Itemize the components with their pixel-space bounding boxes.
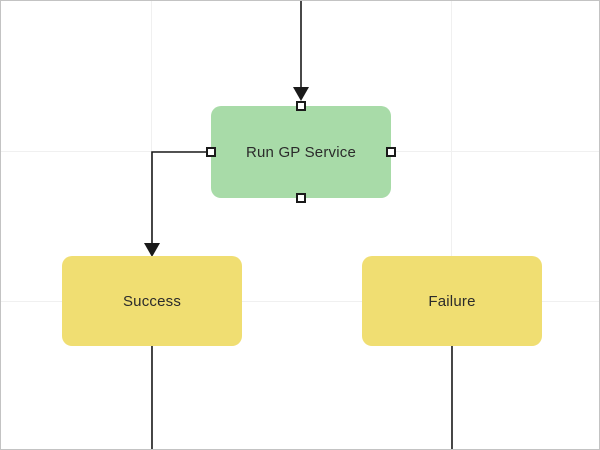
arrowhead-icon (144, 243, 160, 257)
arrowhead-icon (293, 87, 309, 101)
node-label: Run GP Service (245, 143, 357, 161)
node-label: Failure (428, 292, 476, 310)
node-success[interactable]: Success (62, 256, 242, 346)
node-failure[interactable]: Failure (362, 256, 542, 346)
connection-handle-left[interactable] (206, 147, 216, 157)
connection-handle-bottom[interactable] (296, 193, 306, 203)
connection-handle-top[interactable] (296, 101, 306, 111)
edge-into-run-gp-service[interactable] (293, 1, 309, 101)
edge-run-gp-service-to-success[interactable] (144, 151, 211, 257)
node-label: Success (122, 292, 182, 310)
node-run-gp-service[interactable]: Run GP Service (206, 101, 396, 203)
connection-handle-right[interactable] (386, 147, 396, 157)
